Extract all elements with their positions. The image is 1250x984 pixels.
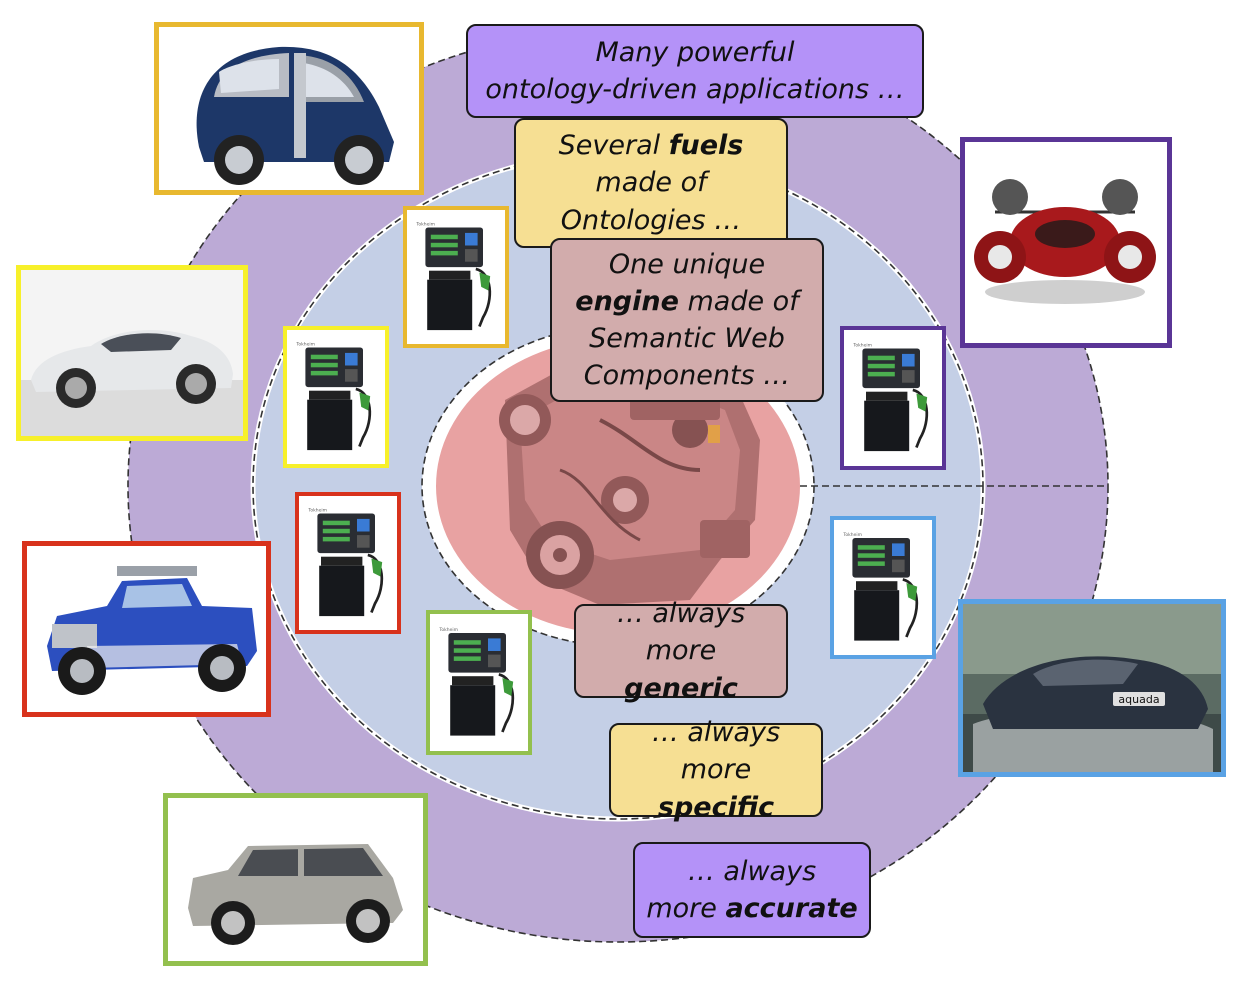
- callout-applications: Many powerful ontology-driven applicatio…: [466, 24, 924, 118]
- fuel-pump-icon: [838, 527, 928, 648]
- car-flying: [960, 137, 1172, 348]
- car-smart: [154, 22, 424, 195]
- fuel-pump-green: [426, 610, 532, 755]
- smart-car-icon: [196, 46, 394, 185]
- fuel-pump-icon: [848, 338, 938, 458]
- fuel-pump-purple: [840, 326, 946, 470]
- sports-coupe-icon: [21, 270, 243, 436]
- callout-fuels: Several fuels made of Ontologies …: [514, 118, 788, 248]
- car-sports-coupe: [16, 265, 248, 441]
- amphibious-car-icon: aquada: [963, 604, 1221, 772]
- callout-specific: … always more specific: [609, 717, 823, 823]
- car-pickup-truck: [22, 541, 271, 717]
- callout-accurate: … always more accurate: [633, 842, 871, 938]
- callout-generic: … always more generic: [574, 598, 788, 704]
- fuel-pump-orange: [403, 206, 509, 348]
- callout-engine: One unique engine made of Semantic Web C…: [550, 238, 824, 402]
- car-amphibious: aquada: [958, 599, 1226, 777]
- station-wagon-icon: [188, 844, 403, 945]
- flying-car-icon: [974, 179, 1156, 304]
- aquada-badge: aquada: [1118, 693, 1159, 706]
- fuel-pump-blue: [830, 516, 936, 659]
- fuel-pump-red: [295, 492, 401, 634]
- fuel-pump-icon: [291, 337, 381, 457]
- pickup-truck-icon: [47, 566, 257, 695]
- fuel-pump-icon: [303, 503, 393, 623]
- fuel-pump-icon: [411, 217, 501, 337]
- engine-image: [499, 368, 760, 605]
- fuel-pump-yellow: [283, 326, 389, 468]
- car-station-wagon: [163, 793, 428, 966]
- fuel-pump-icon: [434, 622, 524, 743]
